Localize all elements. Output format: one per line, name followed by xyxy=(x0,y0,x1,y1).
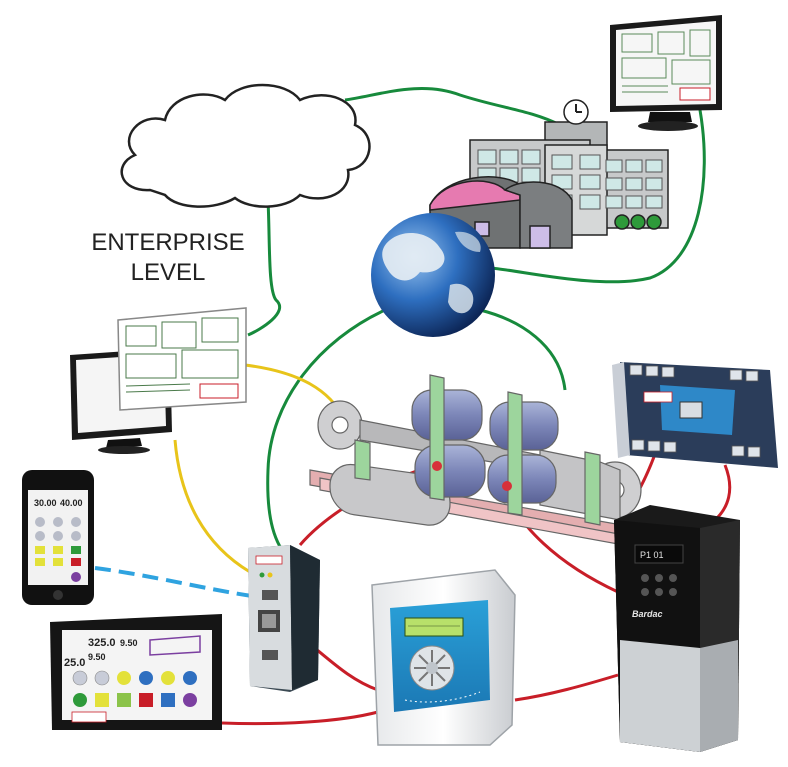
enterprise-label-line2: LEVEL xyxy=(130,259,206,286)
link-cloud-to-pc xyxy=(247,199,281,337)
conveyor-machine-icon xyxy=(309,374,651,549)
pc-screen-front-icon xyxy=(117,307,247,411)
hmi-panel-icon xyxy=(50,614,222,730)
link-io-to-drive-2 xyxy=(713,464,732,522)
drive-brand-label: Bardac xyxy=(632,609,663,619)
hmi-reading-2: 9.50 xyxy=(120,638,138,648)
factory-icon xyxy=(429,99,669,249)
gateway-device-icon xyxy=(248,545,320,692)
wireless-link xyxy=(94,566,253,598)
link-monitor-to-globe xyxy=(489,109,706,284)
enterprise-level-label: ENTERPRISE LEVEL xyxy=(88,228,248,288)
phone-reading-1: 30.00 xyxy=(34,498,57,508)
link-globe-to-gateway xyxy=(266,308,386,562)
link-cloud-to-factory xyxy=(344,87,561,127)
globe-icon xyxy=(371,213,495,337)
bardac-drive-icon xyxy=(614,505,740,752)
cloud-icon xyxy=(120,83,371,208)
link-globe-to-machine xyxy=(479,308,567,391)
drive-display: P1 01 xyxy=(640,550,664,560)
phone-reading-2: 40.00 xyxy=(60,498,83,508)
monitor-icon xyxy=(610,15,722,131)
hmi-reading-4: 25.0 xyxy=(64,657,85,669)
enterprise-label-line1: ENTERPRISE xyxy=(91,229,245,256)
io-module-icon xyxy=(612,362,778,468)
smartphone-icon xyxy=(22,470,94,605)
link-hmi-to-inverter xyxy=(221,710,379,726)
ethernet-links xyxy=(247,87,706,562)
link-monitor-to-gateway xyxy=(173,439,251,574)
hmi-reading-1: 325.0 xyxy=(88,637,116,649)
inverter-icon xyxy=(371,569,516,746)
hmi-reading-3: 9.50 xyxy=(88,652,106,662)
link-inverter-to-drive xyxy=(514,673,619,702)
